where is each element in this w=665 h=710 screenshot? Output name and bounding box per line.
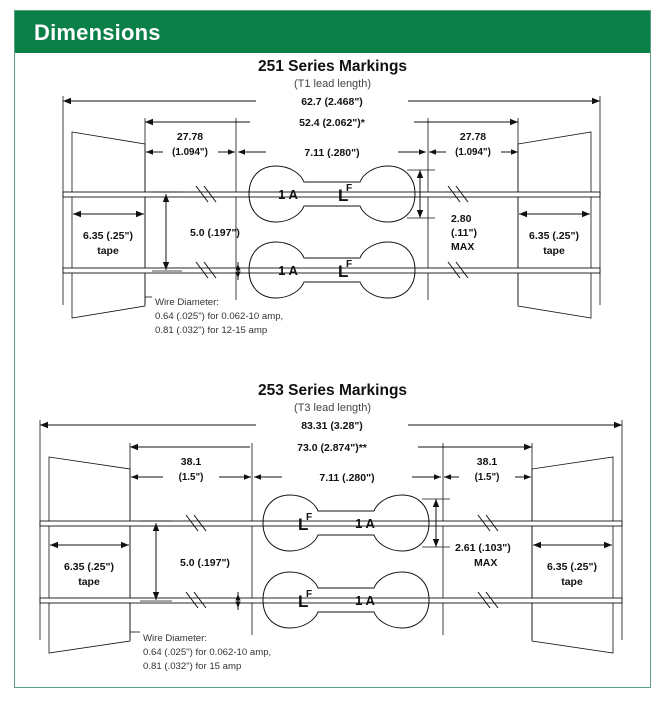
dim-tape-left-253-line2: tape — [78, 576, 100, 588]
dim-lead-right-253-line1: 38.1 — [477, 456, 498, 468]
dim-inner-253-label: 73.0 (2.874")** — [297, 442, 368, 454]
fuse-body-lower-251: 1 A L F — [248, 241, 416, 299]
dim-tape-right-251-line1: 6.35 (.25") — [529, 230, 579, 242]
dim-body-dia-253-line2: MAX — [474, 557, 497, 569]
dim-lead-right-253: 38.1 (1.5") — [444, 456, 531, 483]
svg-text:F: F — [306, 512, 312, 523]
svg-text:L: L — [298, 515, 308, 534]
dim-pitch-251-label: 5.0 (.197") — [190, 227, 240, 239]
tape-left-251 — [71, 131, 146, 319]
tape-right-251 — [517, 131, 592, 319]
dim-lead-left-253-line2: (1.5") — [179, 472, 204, 483]
wire-note-253: Wire Diameter: 0.64 (.025") for 0.062-10… — [130, 631, 271, 672]
page-title: Dimensions — [34, 20, 161, 45]
fuse-body-upper-251: 1 A L F — [248, 165, 416, 223]
fuse-body-upper-253: L F 1 A — [262, 494, 430, 552]
littelfuse-logo-lower-251: L F — [338, 259, 352, 281]
dim-lead-left-251-line1: 27.78 — [177, 131, 203, 143]
dim-lead-right-253-line2: (1.5") — [475, 472, 500, 483]
dim-tape-right-253: 6.35 (.25") tape — [533, 541, 612, 588]
svg-text:F: F — [346, 183, 352, 194]
wire-note-251: Wire Diameter: 0.64 (.025") for 0.062-10… — [145, 296, 283, 336]
title-251: 251 Series Markings — [257, 58, 408, 75]
dim-tape-left-253-line1: 6.35 (.25") — [64, 561, 114, 573]
littelfuse-logo-upper-253: L F — [298, 512, 312, 534]
littelfuse-logo-lower-253: L F — [298, 589, 312, 611]
dim-pitch-253-label: 5.0 (.197") — [180, 557, 230, 569]
svg-text:F: F — [306, 589, 312, 600]
dim-body-251-label: 7.11 (.280") — [304, 147, 359, 159]
tape-left-253 — [48, 456, 131, 654]
wire-note-251-line1: Wire Diameter: — [155, 297, 219, 308]
dim-body-dia-251: 2.80 (.11") MAX — [407, 169, 477, 253]
wire-note-253-line1: Wire Diameter: — [143, 633, 207, 644]
dim-body-251: 7.11 (.280") — [238, 147, 426, 159]
dim-tape-right-251: 6.35 (.25") tape — [519, 210, 590, 257]
dim-body-dia-253-line1: 2.61 (.103") — [455, 542, 511, 554]
wire-note-253-line3: 0.81 (.032") for 15 amp — [143, 661, 241, 672]
dim-body-dia-253: 2.61 (.103") MAX — [422, 498, 511, 569]
dim-overall-251: 62.7 (2.468") — [63, 96, 600, 108]
dim-pitch-253: 5.0 (.197") — [140, 520, 230, 602]
lead-wire-lower-251 — [62, 261, 601, 279]
wire-note-253-line2: 0.64 (.025") for 0.062-10 amp, — [143, 647, 271, 658]
dim-inner-251: 52.4 (2.062")* — [145, 117, 518, 129]
svg-text:L: L — [338, 262, 348, 281]
dim-lead-left-251: 27.78 (1.094") — [146, 131, 235, 158]
wire-note-251-line2: 0.64 (.025") for 0.062-10 amp, — [155, 311, 283, 322]
dim-body-253: 7.11 (.280") — [254, 472, 441, 484]
subtitle-253: (T3 lead length) — [293, 402, 372, 414]
dim-tape-left-251-line1: 6.35 (.25") — [83, 230, 133, 242]
svg-text:L: L — [298, 592, 308, 611]
dim-tape-right-251-line2: tape — [543, 245, 565, 257]
lead-wire-upper-253 — [39, 514, 623, 532]
dim-tape-left-251: 6.35 (.25") tape — [73, 210, 144, 257]
lead-wire-upper-251 — [62, 185, 601, 203]
dim-tape-left-253: 6.35 (.25") tape — [50, 541, 129, 588]
dim-tape-left-251-line2: tape — [97, 245, 119, 257]
body-rating-lower-253: 1 A — [355, 593, 375, 608]
tape-right-253 — [531, 456, 614, 654]
dim-overall-251-label: 62.7 (2.468") — [301, 96, 363, 108]
dim-body-dia-251-line2: (.11") — [451, 227, 477, 239]
body-rating-upper-251: 1 A — [278, 187, 298, 202]
svg-text:F: F — [346, 259, 352, 270]
lead-wire-lower-253 — [39, 591, 623, 609]
wire-note-251-line3: 0.81 (.032") for 12-15 amp — [155, 325, 267, 336]
littelfuse-logo-upper-251: L F — [338, 183, 352, 205]
dim-overall-253: 83.31 (3.28") — [40, 420, 622, 432]
dim-lead-right-251-line2: (1.094") — [455, 147, 491, 158]
dim-lead-left-253: 38.1 (1.5") — [131, 456, 251, 483]
body-rating-lower-251: 1 A — [278, 263, 298, 278]
dim-tape-right-253-line2: tape — [561, 576, 583, 588]
subtitle-251: (T1 lead length) — [293, 78, 372, 90]
dim-overall-253-label: 83.31 (3.28") — [301, 420, 363, 432]
dim-pitch-251: 5.0 (.197") — [152, 191, 240, 272]
dim-body-dia-251-line3: MAX — [451, 241, 474, 253]
fuse-body-lower-253: L F 1 A — [262, 571, 430, 629]
dim-body-253-label: 7.11 (.280") — [319, 472, 374, 484]
dim-lead-left-253-line1: 38.1 — [181, 456, 202, 468]
dim-wire-dia-251 — [235, 262, 241, 280]
body-rating-upper-253: 1 A — [355, 516, 375, 531]
dim-inner-251-label: 52.4 (2.062")* — [299, 117, 366, 129]
dim-lead-right-251: 27.78 (1.094") — [429, 131, 518, 158]
section-header-bar — [15, 11, 650, 53]
dim-lead-left-251-line2: (1.094") — [172, 147, 208, 158]
content-frame — [14, 10, 651, 688]
dim-tape-right-253-line1: 6.35 (.25") — [547, 561, 597, 573]
title-253: 253 Series Markings — [257, 382, 408, 399]
dim-wire-dia-253 — [235, 592, 241, 610]
dim-lead-right-251-line1: 27.78 — [460, 131, 486, 143]
dim-body-dia-251-line1: 2.80 — [451, 213, 472, 225]
dim-inner-253: 73.0 (2.874")** — [130, 442, 532, 454]
svg-text:L: L — [338, 186, 348, 205]
